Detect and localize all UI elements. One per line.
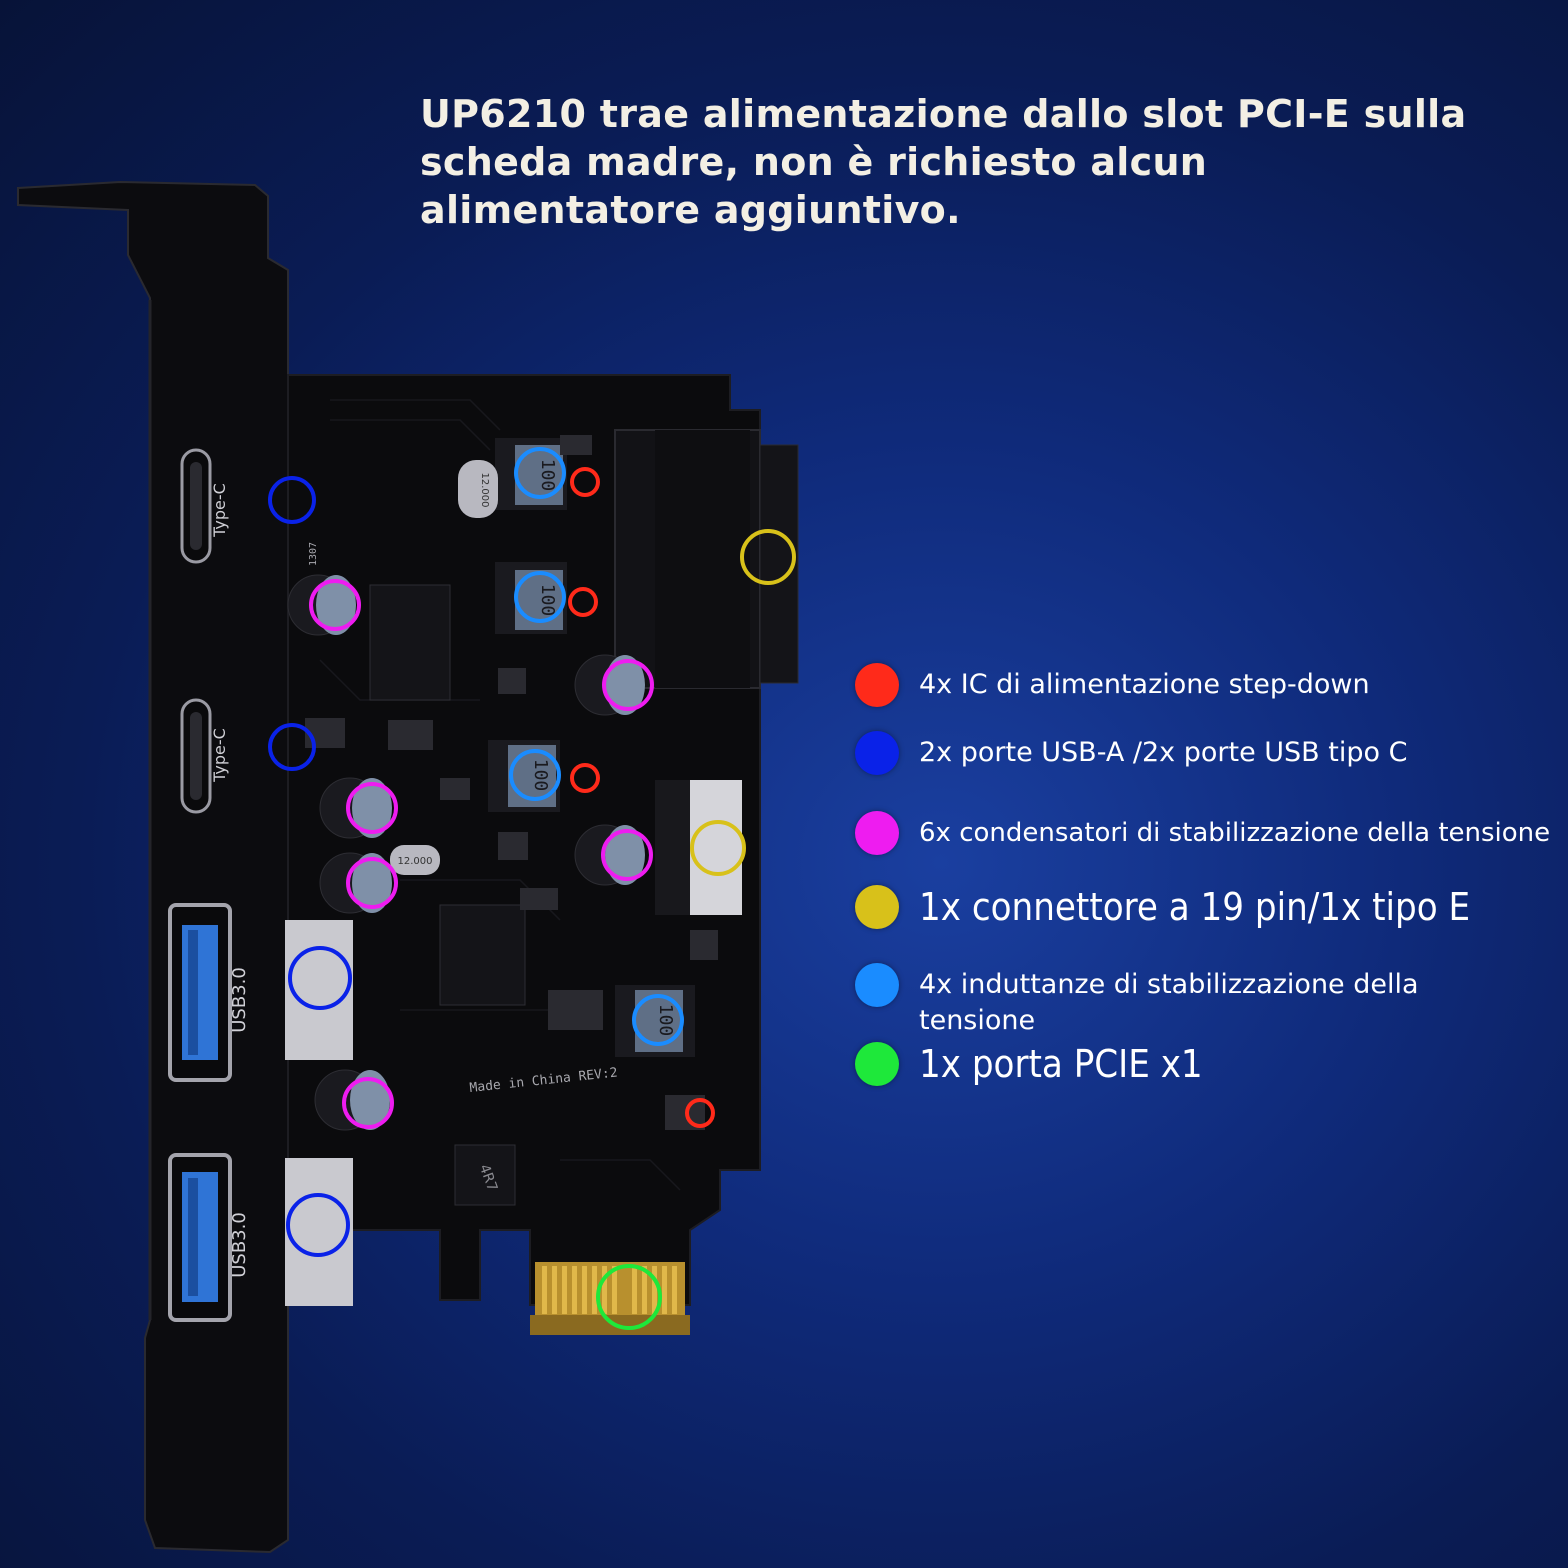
legend-item: 2x porte USB-A /2x porte USB tipo C — [855, 731, 1407, 775]
type-e-connector — [655, 780, 742, 915]
annotation-marker-red — [568, 467, 715, 1128]
annotation-marker-lightblue — [509, 447, 684, 1046]
annotation-marker-blue — [268, 476, 352, 1257]
type-c-port: Type-C — [180, 698, 229, 814]
legend-dot — [855, 811, 899, 855]
controller-chip — [439, 904, 526, 1006]
annotation-marker-magenta — [309, 579, 654, 1129]
port-label: Type-C — [210, 728, 229, 783]
legend-item: 1x porta PCIE x1 — [855, 1042, 1203, 1086]
svg-text:100: 100 — [537, 459, 558, 492]
legend-label: 1x connettore a 19 pin/1x tipo E — [919, 885, 1471, 929]
capacitor — [574, 654, 645, 716]
mounting-bracket — [17, 180, 289, 1554]
legend-dot — [855, 1042, 899, 1086]
legend-dot — [855, 885, 899, 929]
crystal: 12.000 — [390, 845, 440, 875]
svg-text:12.000: 12.000 — [398, 856, 433, 867]
chip-silkscreen: 1307 — [308, 542, 319, 566]
legend-item: 4x induttanze di stabilizzazione della t… — [855, 963, 1509, 1039]
legend-item: 6x condensatori di stabilizzazione della… — [855, 811, 1550, 855]
pcie-usb-card-image: Type-C Type-C USB3.0 USB3.0 100 — [17, 180, 799, 1554]
usb-a-port: USB3.0 — [168, 903, 250, 1082]
annotation-marker-green — [596, 1264, 662, 1330]
port-label: Type-C — [210, 483, 229, 538]
legend-dot — [855, 663, 899, 707]
usb-a-port: USB3.0 — [168, 1153, 250, 1322]
annotation-marker-yellow — [690, 529, 796, 876]
controller-chip — [369, 584, 451, 701]
legend-dot — [855, 731, 899, 775]
capacitor — [287, 574, 356, 636]
legend-item: 4x IC di alimentazione step-down — [855, 663, 1370, 707]
type-c-port: Type-C — [180, 448, 229, 564]
usb-shield — [285, 1158, 353, 1306]
headline: UP6210 trae alimentazione dallo slot PCI… — [420, 92, 1467, 232]
legend-label: 1x porta PCIE x1 — [919, 1042, 1203, 1086]
port-label: USB3.0 — [229, 967, 250, 1033]
inductor: 100 — [488, 740, 560, 812]
choke: 4R7 — [454, 1144, 516, 1206]
legend-label: 2x porte USB-A /2x porte USB tipo C — [919, 737, 1408, 768]
svg-text:100: 100 — [537, 584, 558, 617]
legend-label: 6x condensatori di stabilizzazione della… — [919, 818, 1551, 848]
nineteen-pin-header — [614, 429, 799, 689]
usb-shield — [285, 920, 353, 1060]
legend-item: 1x connettore a 19 pin/1x tipo E — [855, 885, 1470, 929]
crystal: 12.000 — [458, 460, 498, 518]
legend-label: 4x induttanze di stabilizzazione della t… — [919, 969, 1419, 1036]
svg-text:100: 100 — [530, 759, 551, 792]
svg-text:12.000: 12.000 — [479, 473, 490, 508]
legend-label: 4x IC di alimentazione step-down — [919, 669, 1370, 700]
svg-text:100: 100 — [655, 1004, 676, 1037]
legend-dot — [855, 963, 899, 1007]
port-label: USB3.0 — [229, 1212, 250, 1278]
